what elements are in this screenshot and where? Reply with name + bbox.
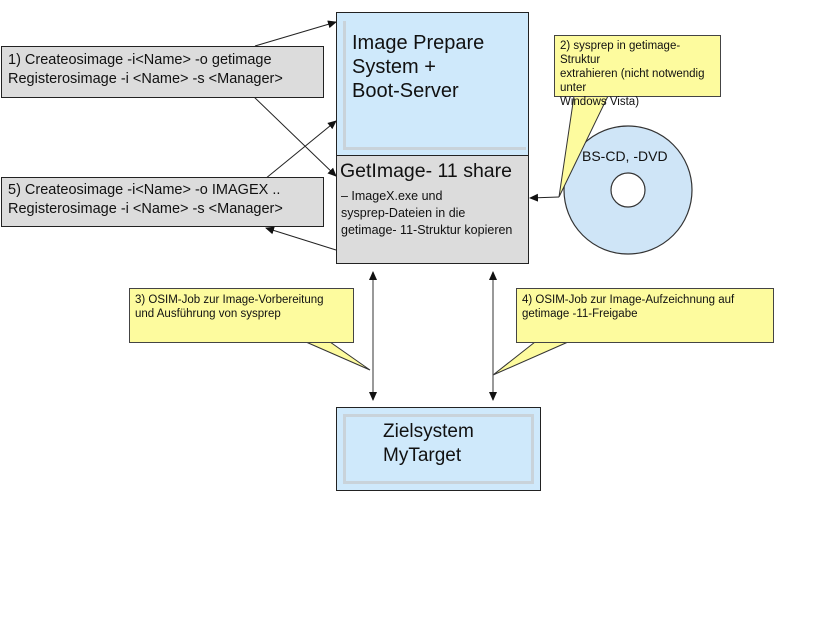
callout2-line2: extrahieren (nicht notwendig unter xyxy=(560,68,705,94)
image-prepare-server-box: Image Prepare System + Boot-Server xyxy=(336,12,529,157)
share-title: GetImage- 11 share xyxy=(340,160,512,182)
share-desc-line2: sysprep-Dateien in die xyxy=(341,206,466,220)
cd-disc-icon xyxy=(563,125,693,255)
arrow-share-to-step5 xyxy=(265,226,337,251)
getimage-share-box: GetImage- 11 share – ImageX.exe und sysp… xyxy=(336,155,529,264)
arrow-step1-to-share xyxy=(252,95,337,177)
arrow-step1-to-server xyxy=(254,20,337,47)
callout3-tail xyxy=(305,341,371,371)
server-line1: Image Prepare xyxy=(352,32,485,54)
server-line2: System + xyxy=(352,56,436,78)
callout4-tail xyxy=(492,341,569,376)
step5-line1: 5) Createosimage -i<Name> -o IMAGEX .. xyxy=(8,182,281,198)
step1-line2: Registerosimage -i <Name> -s <Manager> xyxy=(8,71,283,87)
cd-label: BS-CD, -DVD xyxy=(582,148,668,164)
step1-command-box: 1) Createosimage -i<Name> -o getimage Re… xyxy=(1,46,324,98)
callout4-line1: 4) OSIM-Job zur Image-Aufzeichnung auf xyxy=(522,294,735,306)
callout2-sysprep-extract: 2) sysprep in getimage-Struktur extrahie… xyxy=(554,35,721,108)
share-desc-line1: – ImageX.exe und xyxy=(341,189,443,203)
callout3-line1: 3) OSIM-Job zur Image-Vorbereitung xyxy=(135,294,324,306)
target-system-box: Zielsystem MyTarget xyxy=(336,407,541,491)
arrow-cd-to-share xyxy=(529,193,560,202)
callout2-line3: Windows Vista) xyxy=(560,96,640,108)
server-line3: Boot-Server xyxy=(352,80,459,102)
callout4-line2: getimage -11-Freigabe xyxy=(522,308,638,320)
step5-command-box: 5) Createosimage -i<Name> -o IMAGEX .. R… xyxy=(1,177,324,227)
callout2-line1: 2) sysprep in getimage-Struktur xyxy=(560,40,681,66)
share-desc-line3: getimage- 11-Struktur kopieren xyxy=(341,223,513,237)
arrow-step5-to-server xyxy=(264,120,337,180)
step5-line2: Registerosimage -i <Name> -s <Manager> xyxy=(8,201,283,217)
target-line1: Zielsystem xyxy=(383,421,474,442)
callout3-line2: und Ausführung von sysprep xyxy=(135,308,281,320)
callout3-osim-prepare: 3) OSIM-Job zur Image-Vorbereitung und A… xyxy=(129,288,354,343)
target-line2: MyTarget xyxy=(383,445,462,466)
callout4-osim-capture: 4) OSIM-Job zur Image-Aufzeichnung auf g… xyxy=(516,288,774,343)
step1-line1: 1) Createosimage -i<Name> -o getimage xyxy=(8,52,272,68)
